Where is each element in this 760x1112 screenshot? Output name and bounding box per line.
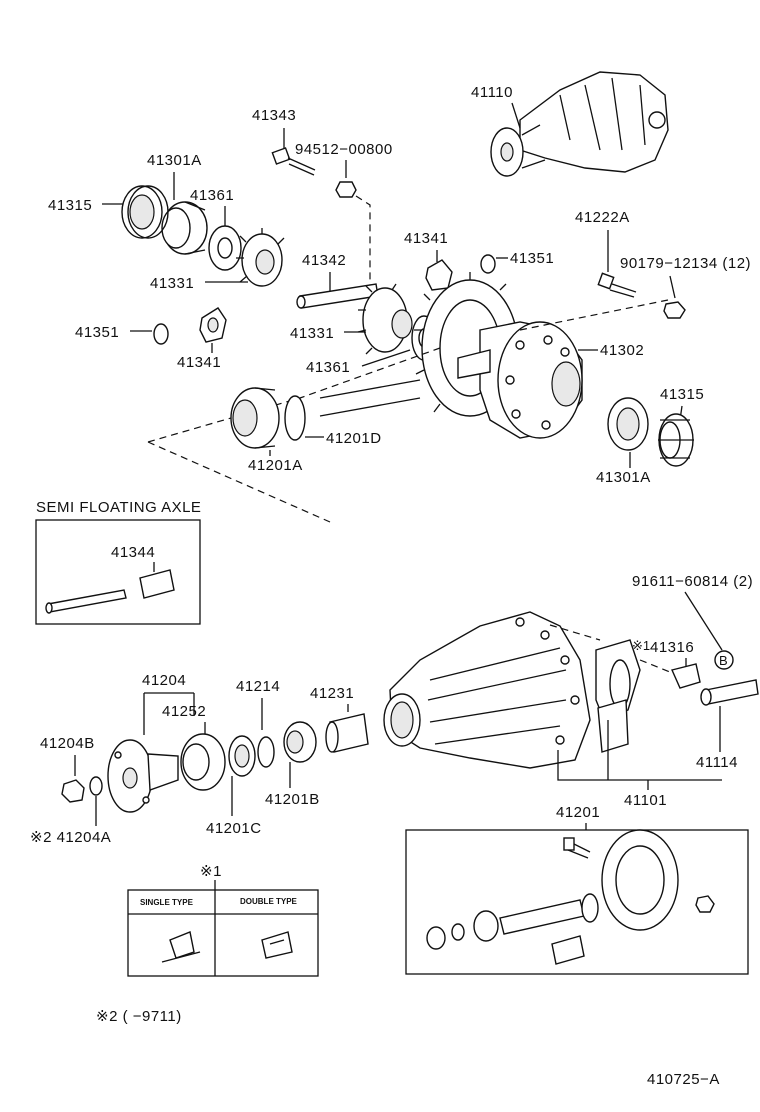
label-41110: 41110 [471, 84, 513, 101]
circle-b-marker [714, 650, 734, 670]
label-41114: 41114 [696, 754, 738, 771]
washer-41351-mid [480, 254, 496, 274]
label-41351-left: 41351 [75, 324, 119, 341]
label-41342: 41342 [302, 252, 346, 269]
clip-single-icon [161, 931, 201, 963]
clip-41316 [671, 663, 701, 689]
bolt-41114 [700, 679, 759, 706]
type-single-label: SINGLE TYPE [140, 898, 194, 907]
label-41201B: 41201B [265, 791, 320, 808]
pin-41344 [139, 569, 175, 599]
washer-41361-top [208, 225, 242, 271]
label-41204A: ※2 41204A [30, 829, 111, 846]
label-41351-mid: 41351 [510, 250, 554, 267]
note1-mark: ※1 [200, 863, 222, 880]
kit-41201-parts [426, 829, 715, 965]
spacer-41231 [325, 713, 369, 753]
label-41331-mid: 41331 [290, 325, 334, 342]
pinion-41341-left [199, 307, 227, 343]
washer-41204A [89, 776, 103, 796]
type-table [127, 889, 319, 977]
note2: ※2 ( −9711) [96, 1008, 182, 1025]
label-41301A-top: 41301A [147, 152, 202, 169]
label-41301A-right: 41301A [596, 469, 651, 486]
label-41231: 41231 [310, 685, 354, 702]
bearing-41315-top [121, 185, 169, 239]
pinion-41341-mid [425, 259, 453, 291]
label-41204: 41204 [142, 672, 186, 689]
semi-floating-box [35, 519, 201, 625]
semi-floating-title: SEMI FLOATING AXLE [36, 499, 201, 516]
bearing-41201B [283, 721, 317, 763]
label-41361-top: 41361 [190, 187, 234, 204]
bearing-cap-41101 [595, 639, 641, 753]
label-41315-top: 41315 [48, 197, 92, 214]
label-41315-right: 41315 [660, 386, 704, 403]
flange-41204 [107, 739, 179, 813]
washer-41351-left [153, 323, 169, 345]
bearing-41201A [230, 387, 280, 449]
label-41201A: 41201A [248, 457, 303, 474]
carrier-housing-41110 [490, 71, 669, 177]
label-41214: 41214 [236, 678, 280, 695]
label-41316-mark: ※1 [632, 638, 650, 653]
bearing-41201C [228, 735, 256, 777]
label-41361-mid: 41361 [306, 359, 350, 376]
gear-41331-left [236, 228, 285, 287]
label-41252: 41252 [162, 703, 206, 720]
label-91611-60814: 91611−60814 (2) [632, 573, 753, 590]
seal-41252 [180, 733, 226, 791]
label-41341-mid: 41341 [404, 230, 448, 247]
bearing-41301A-top [161, 201, 208, 255]
label-94512-00800: 94512−00800 [295, 141, 393, 158]
kit-41201-box [405, 829, 749, 975]
washer-41201D [284, 395, 306, 441]
diagram-id: 410725−A [647, 1071, 720, 1088]
bearing-41315-right [658, 413, 694, 467]
label-41201D: 41201D [326, 430, 382, 447]
axle-shaft-semi [45, 589, 127, 614]
bolt-41222A [597, 272, 637, 298]
axle-housing-41101 [383, 611, 591, 769]
label-41302: 41302 [600, 342, 644, 359]
nut-90179 [663, 301, 686, 319]
nut-94512 [335, 181, 357, 198]
label-41201-bottom: 41201 [556, 804, 600, 821]
label-41201C: 41201C [206, 820, 262, 837]
bolt-41343 [271, 147, 316, 176]
clip-double-icon [261, 931, 293, 959]
diff-case-41302 [457, 321, 583, 439]
label-41101: 41101 [624, 792, 667, 809]
label-90179-12134: 90179−12134 (12) [620, 255, 751, 272]
gear-41331-mid [357, 283, 413, 355]
label-41316: 41316 [650, 639, 694, 656]
nut-41204B [61, 779, 85, 803]
label-41331-left: 41331 [150, 275, 194, 292]
label-41204B: 41204B [40, 735, 95, 752]
circle-b-label: B [719, 653, 728, 668]
label-41341-left: 41341 [177, 354, 221, 371]
label-41343: 41343 [252, 107, 296, 124]
washer-41214 [257, 736, 275, 768]
type-double-label: DOUBLE TYPE [240, 897, 298, 906]
label-41344: 41344 [111, 544, 155, 561]
label-41222A: 41222A [575, 209, 630, 226]
bearing-41301A-right [607, 397, 649, 451]
